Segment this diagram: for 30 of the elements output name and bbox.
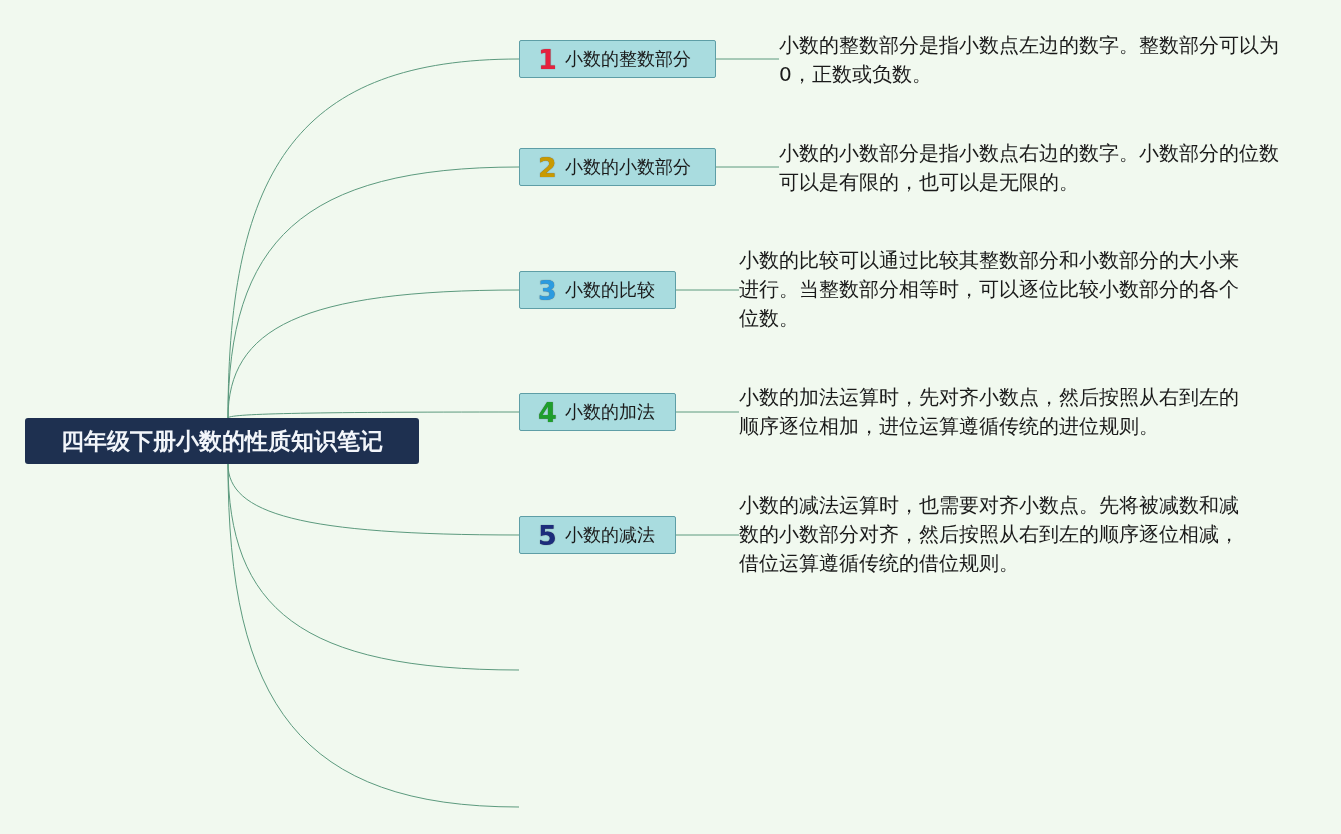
note-text: 小数的比较可以通过比较其整数部分和小数部分的大小来进行。当整数部分相等时，可以逐位比较小数部分的各个位数。	[739, 246, 1247, 333]
connector-line	[675, 534, 740, 536]
topic-number: 3	[538, 276, 557, 304]
topic-label: 小数的比较	[564, 278, 655, 302]
topic-box	[519, 516, 676, 554]
connector-line	[227, 289, 520, 419]
topic-number: 1	[538, 45, 557, 73]
connector-line	[675, 411, 740, 413]
note-text: 小数的整数部分是指小数点左边的数字。整数部分可以为0，正数或负数。	[779, 31, 1287, 89]
topic-number: 2	[538, 153, 557, 181]
topic-box	[519, 393, 676, 431]
topic-label: 小数的加法	[564, 400, 655, 424]
topic-label: 小数的减法	[564, 523, 655, 547]
note-text: 小数的小数部分是指小数点右边的数字。小数部分的位数可以是有限的，也可以是无限的。	[779, 139, 1287, 197]
topic-label: 小数的整数部分	[564, 47, 691, 71]
connector-line	[715, 58, 780, 60]
topic-number: 4	[538, 398, 557, 426]
topic-box	[519, 271, 676, 309]
topic-box	[519, 148, 716, 186]
connector-line	[675, 289, 740, 291]
connector-line	[715, 166, 780, 168]
topic-number: 5	[538, 521, 557, 549]
connector-line	[227, 463, 520, 808]
note-text: 小数的减法运算时，也需要对齐小数点。先将被减数和减数的小数部分对齐，然后按照从右到左的顺序逐位相减，借位运算遵循传统的借位规则。	[739, 491, 1247, 578]
note-text: 小数的加法运算时，先对齐小数点，然后按照从右到左的顺序逐位相加，进位运算遵循传统的进位规则。	[739, 383, 1247, 441]
connector-line	[227, 411, 520, 419]
topic-box	[519, 40, 716, 78]
title-text: 四年级下册小数的性质知识笔记	[61, 426, 383, 456]
central-topic-box	[25, 418, 419, 464]
topic-label: 小数的小数部分	[564, 155, 691, 179]
